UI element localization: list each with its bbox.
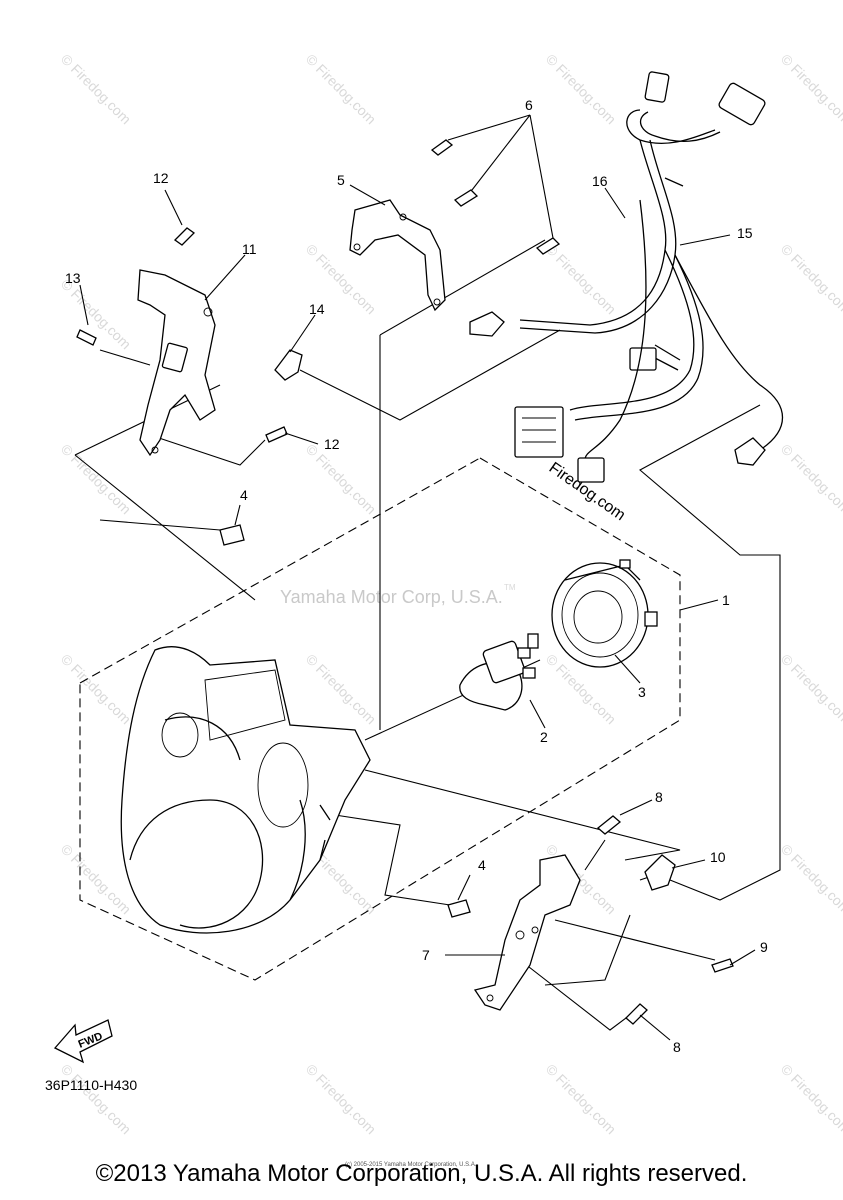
watermark-tile: © Firedog.com (778, 651, 843, 727)
watermark-tile: © Firedog.com (58, 51, 134, 127)
callout-14: 14 (309, 301, 325, 317)
callout-8-lower: 8 (673, 1039, 681, 1055)
callout-3: 3 (638, 684, 646, 700)
watermark-tile: © Firedog.com (778, 241, 843, 317)
bracket-5 (349, 199, 446, 312)
callout-4-lower: 4 (478, 857, 486, 873)
watermark-tile: © Firedog.com (303, 651, 379, 727)
callout-labels: 1 2 3 4 4 5 6 7 8 8 9 10 11 12 12 13 14 … (65, 97, 768, 1055)
watermark-tile: © Firedog.com (58, 1061, 134, 1137)
callout-11: 11 (242, 241, 257, 257)
callout-9: 9 (760, 939, 768, 955)
wiring-harness (469, 71, 784, 483)
watermark-tile: © Firedog.com (58, 651, 134, 727)
clip-10 (644, 854, 676, 891)
bolts-8-9 (596, 815, 734, 1025)
clip-4-lower (447, 899, 471, 918)
callout-13: 13 (65, 270, 81, 286)
callout-12-upper: 12 (153, 170, 169, 186)
callout-8-upper: 8 (655, 789, 663, 805)
clip-4-upper (219, 524, 245, 546)
watermark-main: Yamaha Motor Corp, U.S.A. (280, 587, 503, 607)
callout-1: 1 (722, 592, 730, 608)
copyright-small: (c) 2005-2015 Yamaha Motor Corporation, … (345, 1162, 477, 1168)
watermark-tile: © Firedog.com (543, 51, 619, 127)
socket-cover-3 (551, 559, 658, 668)
watermark-tile: © Firedog.com (543, 241, 619, 317)
callout-15: 15 (737, 225, 753, 241)
watermark-tile: © Firedog.com (778, 51, 843, 127)
callout-7: 7 (422, 947, 430, 963)
watermark-tile: © Firedog.com (303, 1061, 379, 1137)
bulb-2 (459, 633, 539, 711)
watermark-tile: © Firedog.com (778, 441, 843, 517)
headlight-housing (120, 646, 371, 934)
copyright-notice: ©2013 Yamaha Motor Corporation, U.S.A. A… (95, 1160, 748, 1187)
callout-4-upper: 4 (240, 487, 248, 503)
watermark-tile: © Firedog.com (778, 841, 843, 917)
watermark-tile: © Firedog.com (778, 1061, 843, 1137)
callout-12-lower: 12 (324, 436, 340, 452)
watermark-tm: TM (504, 583, 516, 592)
bracket-11 (76, 227, 288, 457)
watermark-tile: © Firedog.com (303, 441, 379, 517)
callout-2: 2 (540, 729, 548, 745)
watermark-tile: © Firedog.com (58, 441, 134, 517)
watermark-tile: © Firedog.com (58, 276, 134, 352)
callout-10: 10 (710, 849, 726, 865)
clip-14 (274, 349, 303, 381)
callout-6: 6 (525, 97, 533, 113)
bracket-7 (473, 854, 581, 1011)
fwd-arrow-icon: FWD (53, 1019, 113, 1064)
watermark-tile: © Firedog.com (543, 1061, 619, 1137)
headlight-assembly-outline (79, 457, 681, 981)
bolts-6 (430, 114, 561, 255)
callout-leaders (79, 184, 756, 1041)
callout-5: 5 (337, 172, 345, 188)
diagram-code: 36P1110-H430 (45, 1077, 137, 1093)
watermark-tile: © Firedog.com (303, 51, 379, 127)
callout-16: 16 (592, 173, 608, 189)
